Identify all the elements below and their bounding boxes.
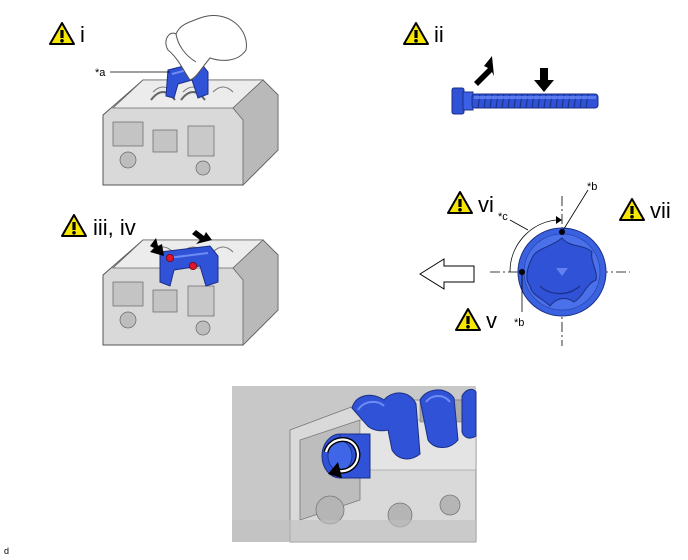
bolt <box>451 87 599 115</box>
pointer-arrow-icon <box>534 68 554 92</box>
caution-icon <box>49 22 75 45</box>
step-label-i: i <box>80 22 85 47</box>
panel-iii-iv: iii, iv <box>61 214 279 346</box>
hand-outline <box>165 15 247 81</box>
oil-pump-rotor <box>517 227 607 317</box>
step-label-vii: vii <box>650 198 671 223</box>
callout-c: *c <box>498 211 508 223</box>
angle-arrowhead <box>556 216 562 224</box>
camshaft-blue <box>351 388 477 460</box>
step-label-v: v <box>486 308 497 333</box>
caution-icon <box>447 191 473 214</box>
punch-mark <box>188 261 197 270</box>
engine-block-i <box>102 79 279 186</box>
step-label-vi: vi <box>478 192 494 217</box>
callout-b-bottom: *b <box>514 317 524 329</box>
caution-icon <box>403 22 429 45</box>
bearing-cap-blue <box>159 245 219 287</box>
rotation-arrow-icon <box>323 437 361 478</box>
caution-icon <box>619 198 645 221</box>
caution-icon <box>455 308 481 331</box>
direction-arrow-icon <box>419 258 475 290</box>
figure-code: d <box>4 546 9 556</box>
step-label-iii-iv: iii, iv <box>93 215 136 240</box>
angle-arc <box>509 219 557 273</box>
panel-v-vi-vii: vi vii v *c *b *b <box>419 181 671 346</box>
panel-ii: ii <box>403 22 599 115</box>
caution-icon <box>61 214 87 237</box>
pointer-arrow-icon <box>150 238 164 256</box>
punch-mark <box>165 253 174 262</box>
pointer-arrow-icon <box>474 56 494 86</box>
step-label-ii: ii <box>434 22 444 47</box>
pointer-arrow-icon <box>192 230 212 244</box>
panel-i: i *a <box>49 15 279 186</box>
callout-b-top: *b <box>587 181 597 193</box>
leader-line-b-top <box>561 189 589 233</box>
leader-line-c <box>509 219 529 231</box>
callout-a: *a <box>95 67 106 79</box>
panel-viii: viii <box>232 386 477 543</box>
